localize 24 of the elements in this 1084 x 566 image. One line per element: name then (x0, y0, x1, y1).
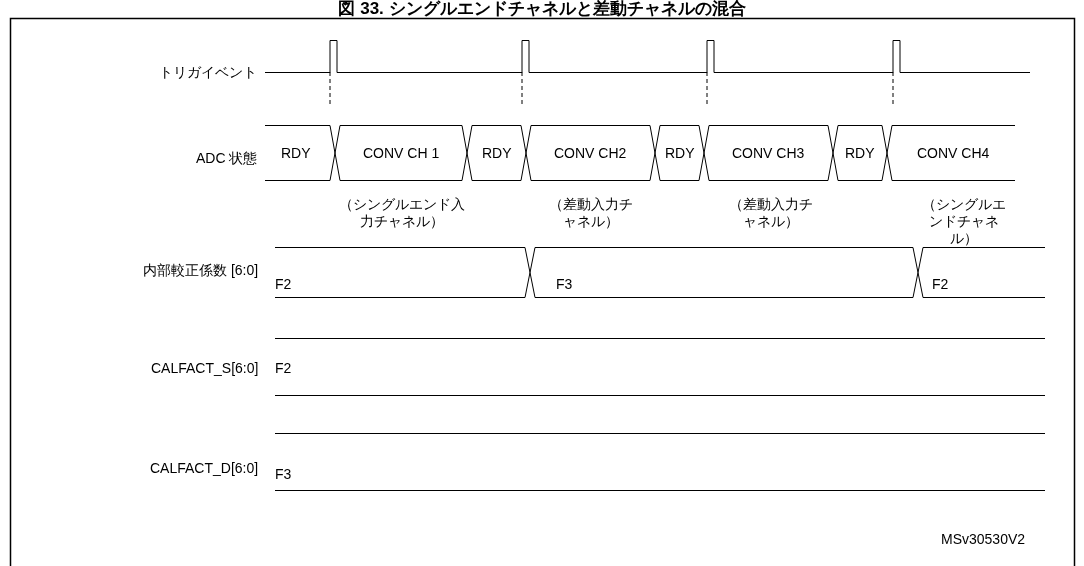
bus-state-label: RDY (482, 145, 512, 162)
signal-name: 内部較正係数 [6:0] (143, 262, 259, 279)
bus-state-label: CONV CH 1 (363, 145, 440, 162)
bus-state-label: CONV CH3 (732, 145, 805, 162)
signal-value: F3 (275, 466, 292, 483)
bus-state-label: RDY (665, 145, 695, 162)
signal-name: ADC 状態 (196, 150, 258, 167)
bus-state-label: RDY (845, 145, 875, 162)
signal-value: F2 (932, 276, 949, 293)
signal-name: トリガイベント (159, 64, 257, 81)
channel-note: （シングルエンドチャネル） (922, 196, 1006, 247)
bus-state-label: CONV CH4 (917, 145, 990, 162)
bus-state-label: RDY (281, 145, 311, 162)
bus-state-label: CONV CH2 (554, 145, 627, 162)
signal-name: CALFACT_S[6:0] (151, 360, 259, 377)
figure-id: MSv30530V2 (941, 531, 1026, 548)
signal-value: F2 (275, 360, 292, 377)
channel-note: （差動入力チャネル） (548, 196, 634, 230)
channel-note: （差動入力チャネル） (728, 196, 814, 230)
channel-note: （シングルエンド入力チャネル） (338, 196, 466, 230)
signal-value: F2 (275, 276, 292, 293)
signal-value: F3 (556, 276, 573, 293)
figure-title: 図 33. シングルエンドチャネルと差動チャネルの混合 (337, 0, 747, 18)
signal-name: CALFACT_D[6:0] (150, 460, 259, 477)
